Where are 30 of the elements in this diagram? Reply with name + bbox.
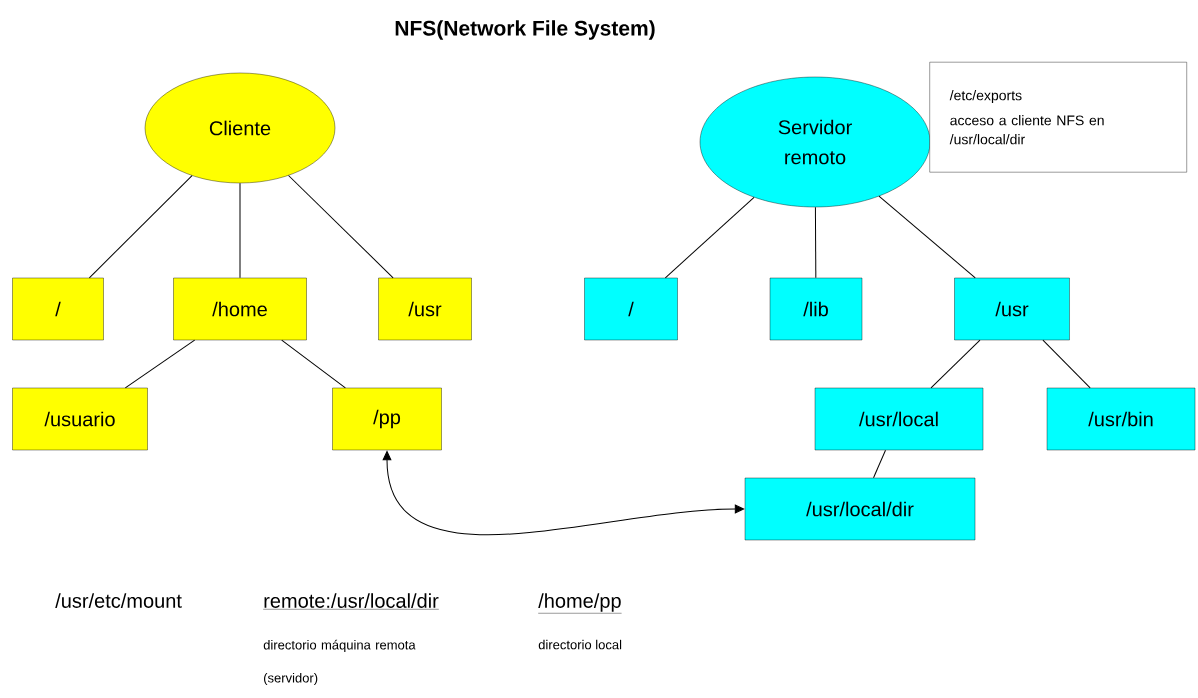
connector-line [878,195,976,279]
directory-box: /pp [332,387,442,451]
directory-box: /usr [954,277,1070,341]
connector-line [239,182,241,279]
connector-line [88,175,193,279]
connector-line [873,449,886,479]
note-box: /etc/exports acceso a cliente NFS en /usr/local/dir [929,62,1187,173]
directory-box: / [584,277,678,341]
connector-line [124,339,196,389]
connector-line [1042,339,1091,389]
connector-line [814,206,817,279]
arrow [382,450,745,536]
directory-box: /usuario [12,387,148,451]
directory-box: /usr/bin [1046,387,1196,451]
note-text: directorio máquina remota (servidor) [263,639,416,686]
connector-line [664,196,755,279]
directory-box: /usr/local [814,387,984,451]
path-label: /home/pp [538,593,622,614]
connector-line [288,175,394,279]
directory-box: /lib [769,277,863,341]
directory-box: /usr [378,277,472,341]
path-label: remote:/usr/local/dir [263,593,439,610]
directory-box: / [12,277,104,341]
note-text: directorio local [538,639,622,650]
path-label: /usr/etc/mount [55,593,182,608]
title: NFS(Network File System) [395,20,655,40]
connector-line [281,339,346,389]
directory-box: /usr/local/dir [744,477,976,541]
connector-line [930,339,981,389]
directory-box: /home [173,277,307,341]
